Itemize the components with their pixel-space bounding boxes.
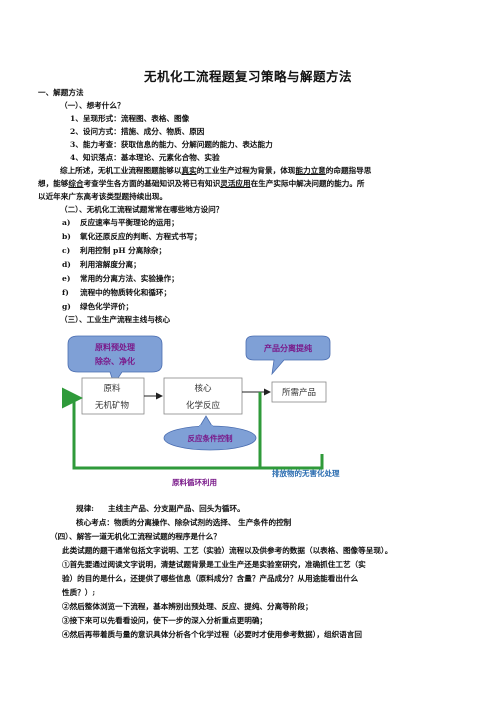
core-point-text: 核心考点：物质的分离操作、除杂试剂的选择、 生产条件的控制 [76, 518, 292, 527]
list-item-text: 流程中的物质转化和循环； [80, 288, 172, 297]
process-flow-diagram: 原料预处理 除杂、净化 产品分离提纯 原料 无机矿物 核心 化学反应 所需产品 [62, 335, 340, 487]
summary-paragraph-line: 综上所述，无机工业流程图题能够以真实的工业生产过程为背景，体现能力立意的命题指导… [60, 166, 372, 175]
step-line: 验）的目的是什么，还提供了哪些信息（原料成分？含量？产品成分？从用途能看出什么 [62, 574, 359, 583]
list-item: f) [62, 288, 69, 297]
list-item: 4、知识落点：基本理论、元素化合物、实验 [70, 153, 220, 162]
step-line: 此类试题的题干通常包括文字说明、工艺（实验）流程以及供参考的数据（以表格、图像等… [62, 546, 393, 555]
list-item-text: 反应速率与平衡理论的运用； [80, 218, 179, 227]
condition-control-label: 反应条件控制 [188, 433, 233, 443]
list-item-text: 绿色化学评价； [80, 302, 134, 311]
list-item: g) [62, 302, 71, 311]
waste-treatment-label: 排放物的无害化处理 [272, 468, 340, 478]
waste-branch-line [260, 454, 324, 470]
rule-key: 规律: [76, 504, 94, 513]
core-sub: 化学反应 [186, 400, 221, 411]
list-item: d) [62, 260, 71, 269]
step-line: ②然后整体浏览一下流程，基本辨别出预处理、反应、提纯、分离等阶段； [62, 602, 313, 611]
subsection-heading: （三）、工业生产流程主线与核心 [60, 315, 171, 324]
section-heading: 一、解题方法 [38, 88, 84, 97]
step-line: ④然后再带着质与量的意识具体分析各个化学过程（必要时才使用参考数据），组织语言回 [62, 630, 362, 639]
step-line: ①首先要通过阅读文字说明，清楚试题背景是工业生产还是实验室研究，准确抓住工艺（实 [62, 560, 366, 569]
separation-label: 产品分离提纯 [264, 343, 312, 353]
list-item: 1、呈现形式：流程图、表格、图像 [70, 114, 190, 123]
rule-text: 主线主产品、分支副产品、回头为循环。 [108, 504, 245, 513]
pretreatment-label-1: 原料预处理 [95, 342, 135, 352]
pretreatment-label-2: 除杂、净化 [95, 356, 135, 366]
recycle-label: 原料循环利用 [172, 477, 217, 487]
product-label: 所需产品 [282, 387, 316, 398]
summary-paragraph-line: 想，能够综合考查学生各方面的基础知识及将已有知识灵活应用在生产实际中解决问题的能… [38, 179, 365, 188]
raw-material-box: 原料 无机矿物 [81, 377, 145, 415]
subsection-heading: （四）、解答一道无机化工流程试题的程序是什么？ [50, 532, 221, 541]
list-item-text: 利用溶解度分离； [80, 260, 141, 269]
list-item: b) [62, 232, 71, 241]
core-label: 核心 [194, 383, 212, 394]
condition-control-bubble: 反应条件控制 [163, 415, 257, 451]
list-item: 3、能力考查：获取信息的能力、分解问题的能力、表达能力 [70, 140, 273, 149]
subsection-heading: （一）、想考什么？ [60, 101, 125, 110]
list-item: 2、设问方式：措施、成分、物质、原因 [70, 127, 205, 136]
product-box: 所需产品 [271, 381, 327, 403]
separation-bubble: 产品分离提纯 [245, 335, 331, 376]
page-title: 无机化工流程题复习策略与解题方法 [143, 69, 352, 84]
subsection-heading: （二）、无机化工流程试题常常在哪些地方设问？ [60, 205, 224, 214]
list-item: e) [62, 274, 71, 283]
pretreatment-bubble: 原料预处理 除杂、净化 [67, 335, 163, 385]
step-line: ③接下来可以先看看设问，使下一步的深入分析重点更明确； [62, 616, 268, 625]
list-item: c) [62, 246, 71, 255]
list-item: a) [62, 218, 71, 227]
recycle-loop-arrow [62, 387, 262, 470]
core-reaction-box: 核心 化学反应 [163, 377, 243, 415]
step-line: 性质？）; [62, 588, 96, 597]
raw-material-sub: 无机矿物 [95, 400, 130, 411]
list-item-text: 氧化还原反应的判断、方程式书写； [80, 232, 202, 241]
raw-material-label: 原料 [103, 383, 121, 394]
summary-paragraph-line: 以近年来广东高考该类型题持续出现。 [38, 192, 168, 201]
list-item-text: 常用的分离方法、实验操作； [80, 274, 179, 283]
list-item-text: 利用控制 pH 分离除杂； [80, 246, 167, 255]
